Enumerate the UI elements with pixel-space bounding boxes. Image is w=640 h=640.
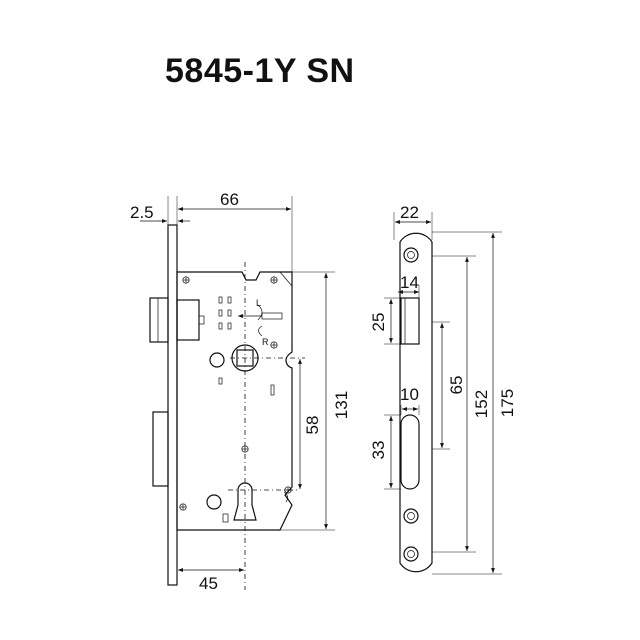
dim-65-label: 65 <box>447 376 466 395</box>
dim-45-label: 45 <box>199 574 218 593</box>
dim-58-label: 58 <box>303 416 322 435</box>
screw-hole <box>403 247 419 263</box>
lock-body-side-view: L R <box>149 224 305 590</box>
mounting-hole <box>206 494 222 510</box>
screw-hole <box>403 508 419 524</box>
screw-icon <box>179 503 187 511</box>
lock-case <box>176 271 293 531</box>
dim-14-label: 14 <box>400 273 419 292</box>
left-view-dimensions: 66 2.5 45 131 58 <box>130 190 351 593</box>
dim-152-label: 152 <box>472 390 491 418</box>
dead-bolt <box>152 411 169 487</box>
product-model-title: 5845-1Y SN <box>165 52 355 90</box>
dim-66-label: 66 <box>220 190 239 209</box>
right-hand-symbol: R <box>262 337 269 347</box>
dim-25-label: 25 <box>369 313 388 332</box>
left-hand-symbol: L <box>256 298 261 308</box>
screw-icon <box>182 276 190 284</box>
dim-2-5-label: 2.5 <box>130 203 154 222</box>
faceplate <box>167 224 178 586</box>
screw-icon <box>270 341 278 349</box>
faceplate-outline <box>399 232 433 573</box>
bolt-slot <box>400 414 420 490</box>
screw-hole <box>403 546 419 562</box>
latch-opening <box>400 297 420 345</box>
faceplate-front-view <box>399 232 433 573</box>
dim-175-label: 175 <box>498 389 517 417</box>
screw-icon <box>270 276 278 284</box>
mounting-hole <box>209 352 225 368</box>
dim-33-label: 33 <box>369 441 388 460</box>
dim-131-label: 131 <box>332 391 351 419</box>
euro-cylinder-cutout <box>233 482 257 521</box>
latch-bolt <box>149 297 169 343</box>
latch-housing <box>176 299 200 341</box>
dim-22-label: 22 <box>400 203 419 222</box>
right-view-dimensions: 22 14 25 10 33 65 152 175 <box>369 203 517 575</box>
dim-10-label: 10 <box>400 385 419 404</box>
